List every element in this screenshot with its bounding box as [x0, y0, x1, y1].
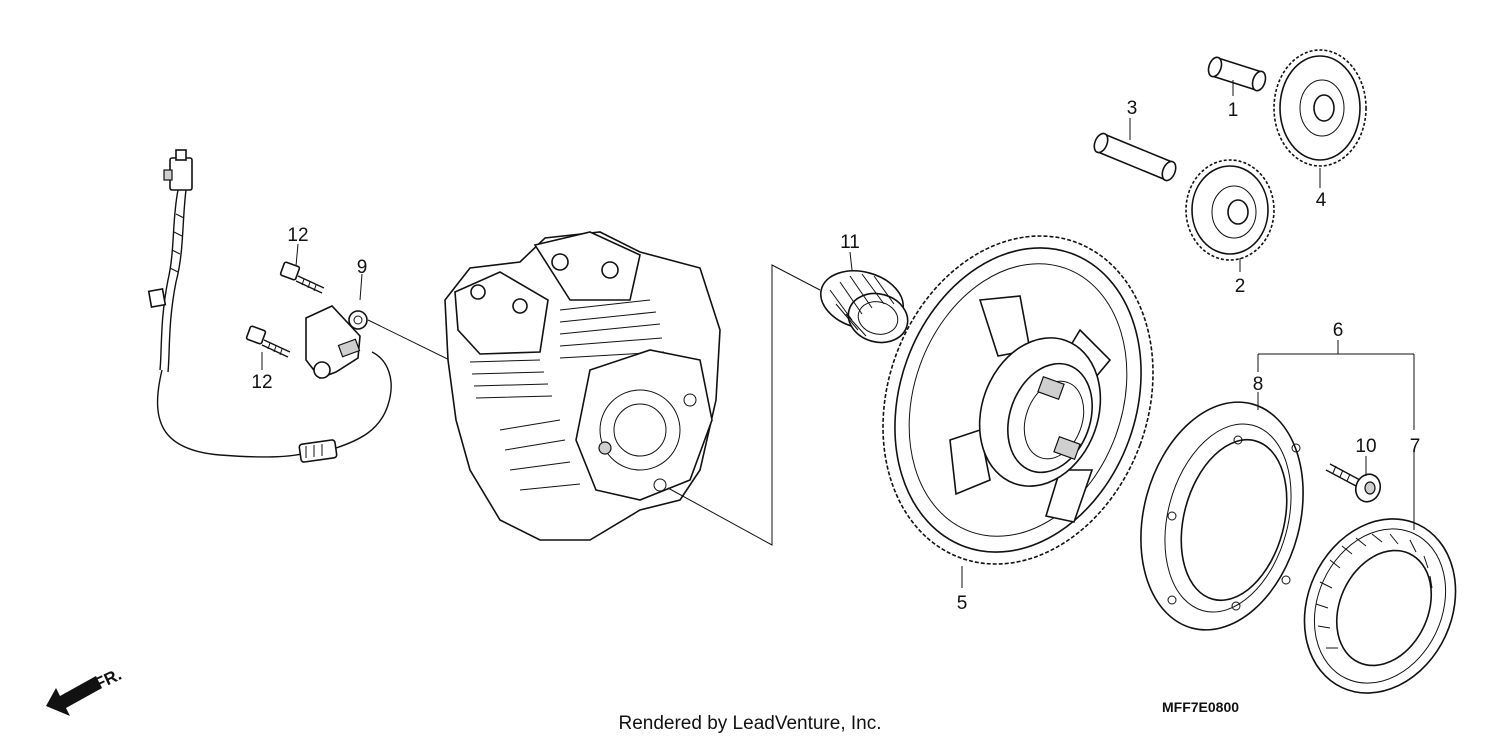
sensor-harness-illustration [147, 149, 392, 463]
starter-clutch-outer-8-illustration [1140, 401, 1304, 631]
callout-5: 5 [957, 593, 968, 614]
needle-bearing-11-illustration [819, 270, 909, 344]
callout-6: 6 [1333, 320, 1344, 341]
one-way-clutch-7-illustration [1303, 518, 1457, 694]
reduction-gear-4-illustration [1273, 49, 1367, 167]
callout-7: 7 [1410, 436, 1421, 457]
bolt-12-upper-illustration [279, 261, 325, 294]
leader-line-bearing [667, 264, 821, 546]
diagram-code: MFF7E0800 [1162, 699, 1239, 715]
callout-12-lower: 12 [251, 372, 272, 393]
starter-driven-gear-5-illustration [882, 235, 1154, 565]
shaft-3-illustration [1093, 132, 1177, 182]
callout-4: 4 [1316, 190, 1327, 211]
callout-2: 2 [1235, 276, 1246, 297]
idle-gear-2-illustration [1185, 159, 1275, 261]
callout-12-upper: 12 [287, 225, 308, 246]
callout-leader-lines [261, 80, 1415, 588]
engine-block-illustration [444, 231, 721, 541]
callout-1: 1 [1228, 100, 1239, 121]
callout-10: 10 [1355, 436, 1376, 457]
callout-8: 8 [1253, 374, 1264, 395]
bolt-10-illustration [1325, 463, 1382, 503]
render-credit: Rendered by LeadVenture, Inc. [618, 713, 881, 734]
callout-11: 11 [840, 232, 860, 253]
callout-3: 3 [1127, 98, 1138, 119]
shaft-1-illustration [1207, 56, 1267, 92]
callout-9: 9 [357, 257, 368, 278]
front-direction-arrow-icon [46, 676, 102, 716]
bolt-12-lower-illustration [245, 325, 291, 358]
